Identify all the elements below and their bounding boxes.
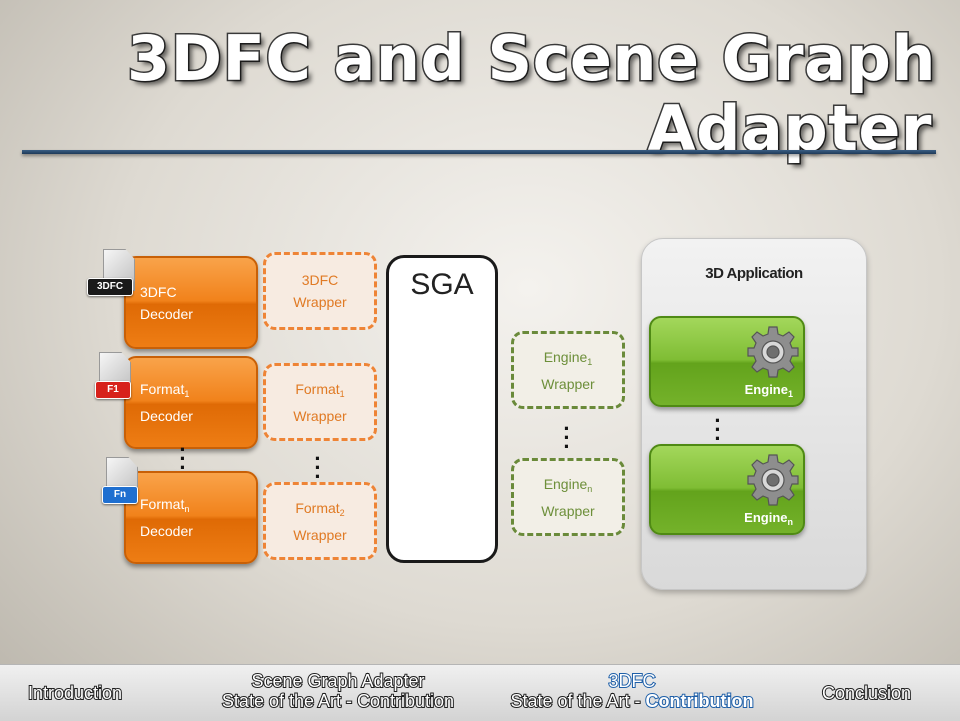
gear-icon	[747, 454, 799, 506]
nav-3dfc[interactable]: 3DFC State of the Art - Contribution	[494, 670, 770, 712]
wrapper-subscript: 1	[339, 388, 345, 399]
wrapper-label: Wrapper	[293, 407, 347, 424]
wrapper-format-2: Format2 Wrapper	[263, 482, 377, 560]
nav-conclusion[interactable]: Conclusion	[821, 682, 912, 704]
wrapper-subscript: 1	[587, 356, 593, 367]
engine-label: Enginen	[744, 510, 793, 527]
wrapper-subscript: 2	[339, 507, 345, 518]
decoder-subscript: n	[184, 504, 190, 514]
wrapper-label: 3DFC	[301, 272, 339, 288]
wrapper-label: Engine	[543, 475, 588, 492]
sga-box: SGA	[386, 255, 498, 563]
decoder-label: Format	[140, 381, 185, 397]
wrapper-format-1: Format1 Wrapper	[263, 363, 377, 441]
application-title: 3D Application	[705, 265, 803, 282]
wrapper-label: Wrapper	[541, 502, 595, 519]
wrapper-label: Engine	[543, 348, 588, 365]
wrapper-label: Format	[295, 499, 340, 516]
wrapper-label: Format	[295, 380, 340, 397]
wrapper-label: Wrapper	[541, 375, 595, 392]
gear-icon	[747, 326, 799, 378]
decoder-label: Decoder	[140, 408, 193, 424]
decoder-subscript: 1	[184, 389, 190, 399]
vertical-ellipsis: ···	[179, 437, 187, 480]
file-tag-f1: F1	[95, 381, 131, 399]
wrapper-label: Wrapper	[293, 294, 347, 310]
nav-section-title: Scene Graph Adapter	[250, 670, 425, 692]
wrapper-engine-1: Engine1 Wrapper	[511, 331, 625, 409]
sga-label: SGA	[410, 268, 474, 301]
nav-section-title: 3DFC	[607, 670, 656, 692]
decoder-3dfc: 3DFC Decoder	[124, 256, 258, 349]
title-underline	[22, 150, 936, 154]
decoder-format-n: Formatn Decoder	[124, 471, 258, 564]
engine-label: Engine1	[744, 382, 793, 399]
vertical-ellipsis: ···	[714, 408, 722, 451]
wrapper-label: Wrapper	[293, 526, 347, 543]
navigation-bar: Introduction Scene Graph Adapter State o…	[0, 664, 960, 721]
decoder-label: Decoder	[140, 523, 193, 539]
vertical-ellipsis: ···	[563, 416, 571, 459]
wrapper-3dfc: 3DFC Wrapper	[263, 252, 377, 330]
file-tag-3dfc: 3DFC	[87, 278, 133, 296]
decoder-label: Decoder	[140, 305, 193, 322]
application-panel: 3D Application	[641, 238, 867, 590]
wrapper-subscript: n	[587, 483, 593, 494]
slide-title-line-1: 3DFC and Scene Graph	[125, 22, 937, 95]
decoder-label: Format	[140, 496, 185, 512]
decoder-label: 3DFC	[140, 283, 177, 300]
nav-introduction[interactable]: Introduction	[27, 682, 123, 704]
wrapper-engine-n: Enginen Wrapper	[511, 458, 625, 536]
vertical-ellipsis: ···	[314, 446, 322, 489]
file-tag-fn: Fn	[102, 486, 138, 504]
nav-section-sub: State of the Art -	[509, 690, 646, 712]
decoder-format-1: Format1 Decoder	[124, 356, 258, 449]
nav-scene-graph-adapter[interactable]: Scene Graph Adapter State of the Art - C…	[200, 670, 476, 712]
nav-section-sub: State of the Art - Contribution	[221, 690, 455, 712]
nav-current-section: Contribution	[645, 690, 755, 712]
engine-1: Engine1	[649, 316, 805, 407]
engine-n: Enginen	[649, 444, 805, 535]
